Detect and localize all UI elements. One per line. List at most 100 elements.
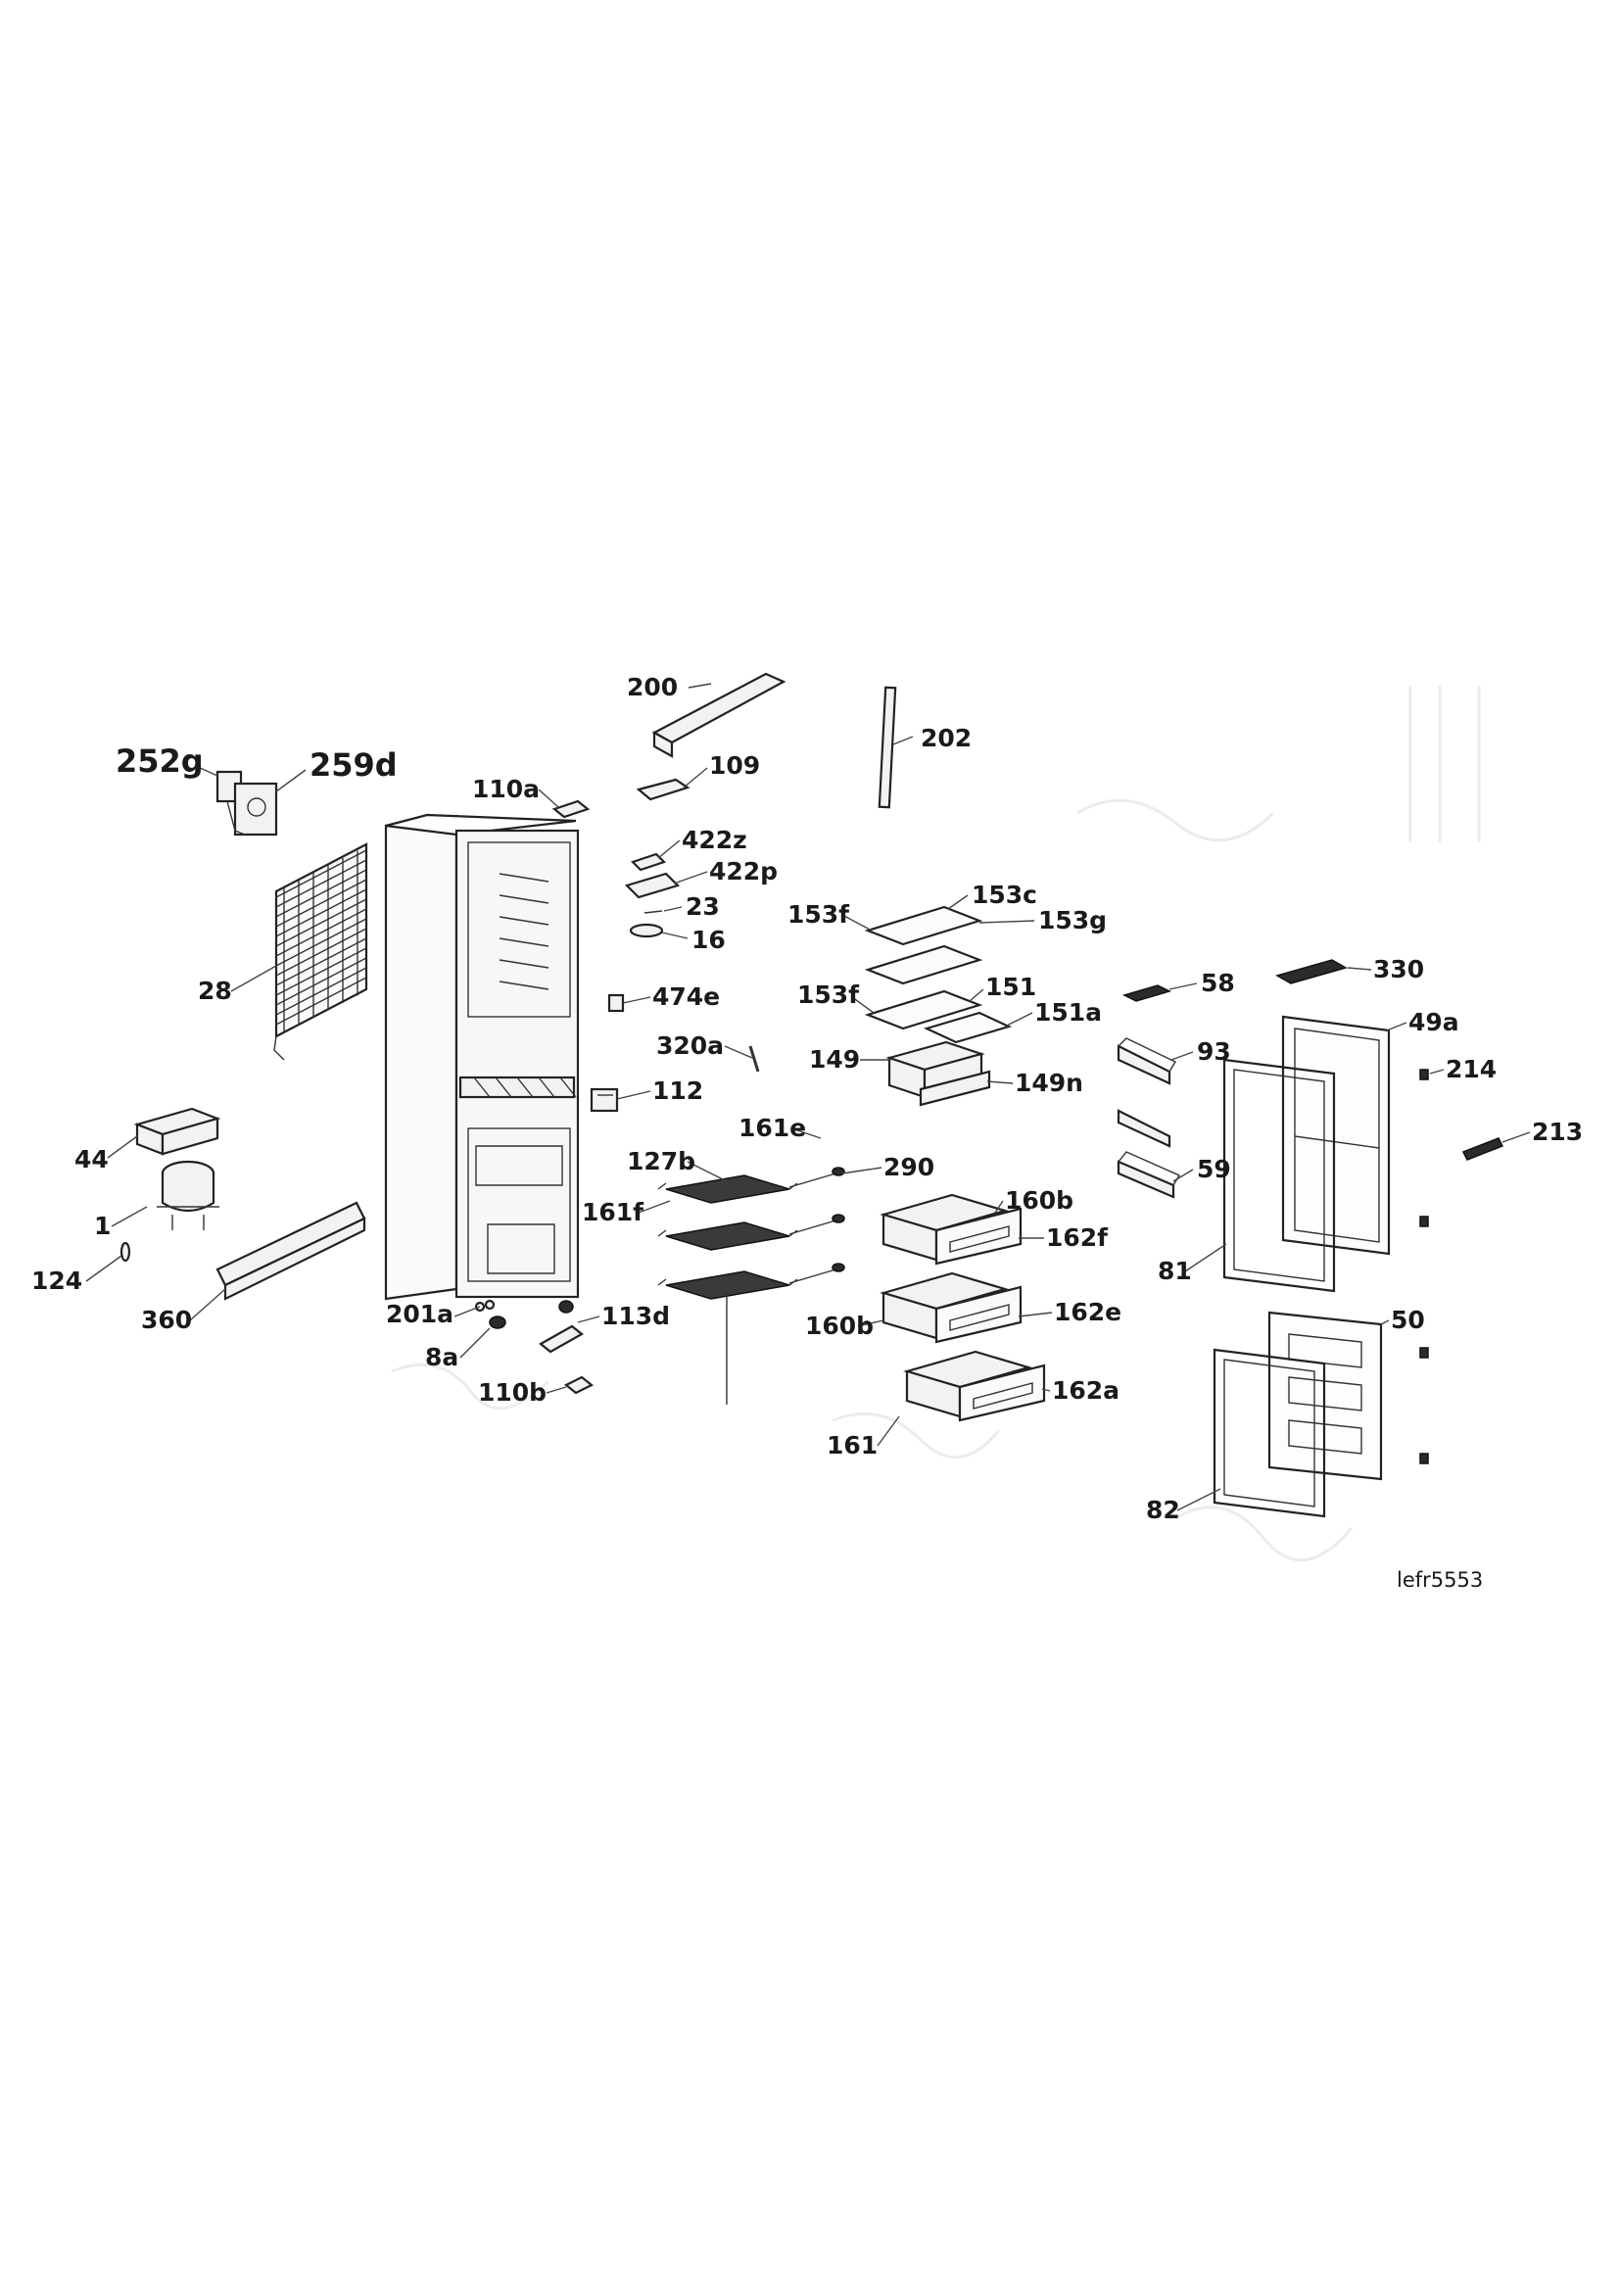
cabinet-drawing	[384, 813, 580, 1301]
leader-line	[1184, 1243, 1227, 1272]
condenser-rung	[275, 879, 367, 928]
condenser-rung	[275, 947, 367, 996]
part-110b-drawing	[563, 1375, 595, 1395]
leader-line	[616, 1090, 651, 1100]
leader-line	[189, 1288, 226, 1321]
leader-line	[1380, 1319, 1390, 1325]
leader-line	[673, 871, 708, 885]
label-127b: 127b	[627, 1147, 695, 1175]
leader-line	[986, 1080, 1014, 1084]
watermark	[391, 686, 1481, 1562]
part-200-drawing	[651, 672, 786, 758]
leader-line	[1347, 967, 1372, 971]
label-153f-upper: 153f	[787, 900, 850, 929]
condenser-rung	[275, 859, 367, 908]
condenser-rung	[275, 908, 367, 957]
label-110a: 110a	[472, 775, 540, 803]
label-16: 16	[691, 926, 726, 954]
label-422z: 422z	[682, 826, 747, 854]
leader-line	[230, 965, 277, 992]
part-201a-drawing	[474, 1299, 496, 1313]
part-112-drawing	[590, 1087, 619, 1113]
label-153f-lower: 153f	[797, 981, 860, 1009]
part-474e-drawing	[607, 993, 625, 1013]
leader-line	[892, 736, 914, 745]
part-93-drawing	[1117, 1037, 1176, 1085]
grid-clip	[832, 1263, 845, 1272]
label-200: 200	[627, 673, 678, 701]
leader-line	[857, 1319, 884, 1327]
leader-line	[724, 1045, 753, 1059]
label-149n: 149n	[1015, 1069, 1083, 1097]
label-49a: 49a	[1408, 1008, 1459, 1036]
leader-line	[85, 1255, 122, 1282]
label-320a: 320a	[656, 1031, 724, 1060]
label-162f: 162f	[1046, 1223, 1109, 1252]
leader-line	[969, 988, 984, 1002]
label-201a: 201a	[386, 1300, 453, 1328]
part-124-drawing	[119, 1241, 131, 1263]
cabinet-rib	[499, 873, 549, 883]
condenser-rung	[275, 977, 367, 1026]
condenser-rung	[275, 898, 367, 947]
label-1: 1	[94, 1212, 111, 1240]
freezer-door-panel	[1288, 1419, 1362, 1455]
part-213-drawing	[1461, 1137, 1504, 1161]
leader-line	[638, 1200, 671, 1214]
part-110a-drawing	[551, 799, 591, 819]
cabinet-grille	[538, 1076, 555, 1098]
label-213: 213	[1532, 1118, 1583, 1146]
part-58-drawing	[1121, 984, 1172, 1002]
cabinet-rib	[499, 981, 549, 990]
part-422z-drawing	[630, 852, 667, 872]
drawers-drawing	[880, 1193, 1046, 1422]
leader-line	[1386, 1022, 1407, 1031]
cabinet-grille	[495, 1076, 512, 1098]
condenser-rung	[275, 888, 367, 937]
label-160b-lower: 160b	[805, 1312, 874, 1340]
leader-line	[577, 1315, 600, 1323]
part-door-bin-drawing	[1117, 1109, 1171, 1148]
label-474e: 474e	[652, 982, 720, 1011]
label-160b-upper: 160b	[1005, 1186, 1073, 1215]
drawer-handle	[973, 1382, 1033, 1410]
label-113d: 113d	[601, 1302, 670, 1330]
label-162a: 162a	[1052, 1376, 1119, 1405]
cabinet-rib	[499, 959, 549, 969]
part-16-drawing	[629, 923, 664, 938]
label-153g: 153g	[1038, 906, 1107, 934]
leader-line	[275, 769, 307, 792]
diagram-reference-code: lefr5553	[1397, 1568, 1483, 1592]
part-8a-drawing	[489, 1315, 506, 1329]
freezer-door-panel	[1288, 1376, 1362, 1411]
label-214: 214	[1446, 1055, 1497, 1083]
cabinet-grille	[473, 1076, 491, 1098]
label-124: 124	[31, 1267, 82, 1295]
leader-line	[1041, 1388, 1051, 1392]
part-28-condenser-drawing	[273, 842, 368, 1061]
label-58: 58	[1201, 969, 1235, 997]
leader-line	[1170, 1051, 1194, 1061]
leader-line	[877, 1415, 900, 1447]
hinge-parts-drawing	[1419, 1069, 1429, 1464]
leader-line	[851, 996, 875, 1014]
drawer-handle	[949, 1304, 1010, 1331]
part-49a-door-drawing	[1281, 1015, 1391, 1256]
part-113d-drawing	[539, 1300, 584, 1354]
condenser-rung	[275, 957, 367, 1006]
label-109: 109	[709, 751, 760, 780]
label-151a: 151a	[1034, 998, 1102, 1027]
label-161f: 161f	[582, 1198, 644, 1226]
cabinet-rib	[499, 894, 549, 904]
label-360: 360	[141, 1306, 192, 1334]
part-23-drawing	[643, 910, 663, 914]
label-149: 149	[809, 1045, 860, 1074]
leader-line	[841, 914, 873, 932]
label-252g: 252g	[116, 742, 204, 780]
leader-line	[111, 1206, 148, 1227]
label-81: 81	[1158, 1257, 1192, 1285]
part-44-drawing	[133, 1107, 221, 1156]
leader-line	[1429, 1069, 1445, 1075]
label-59: 59	[1197, 1155, 1231, 1183]
part-422p-drawing	[624, 872, 681, 899]
